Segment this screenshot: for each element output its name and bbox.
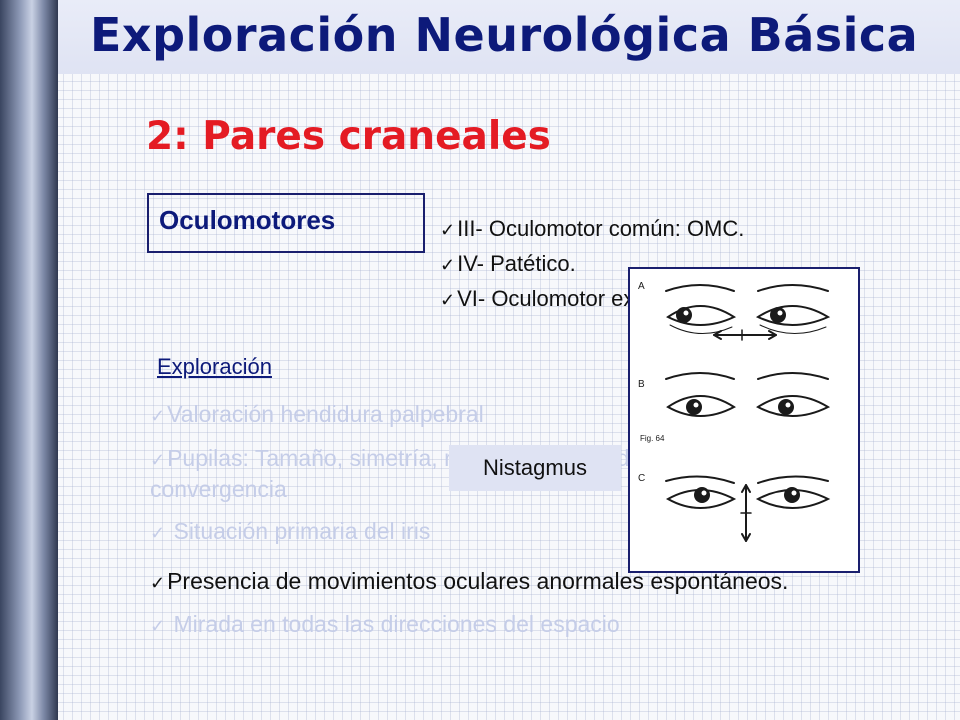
check-icon: ✓ <box>150 450 166 470</box>
eyebrow-left-a <box>665 284 735 292</box>
left-decorative-bar <box>0 0 58 720</box>
eyebrow-left-b <box>665 372 735 380</box>
eye-right-a <box>755 305 831 326</box>
nerve-text: III- Oculomotor común: OMC. <box>457 216 745 241</box>
check-icon: ✓ <box>150 573 166 593</box>
slide-subtitle: 2: Pares craneales <box>146 114 551 159</box>
eye-left-b <box>666 395 736 417</box>
oculomotores-box: Oculomotores <box>147 193 425 253</box>
eyebrow-right-b <box>757 372 829 380</box>
check-icon: ✓ <box>440 290 456 310</box>
iris-right-a <box>770 307 786 323</box>
check-icon: ✓ <box>150 406 166 426</box>
eye-left-c <box>665 489 737 509</box>
eyebrow-right-c <box>757 475 829 484</box>
panel-label-c: C <box>638 473 645 484</box>
slide-title: Exploración Neurológica Básica <box>90 8 919 62</box>
iris-right-b <box>778 399 794 415</box>
exploration-text: Mirada en todas las direcciones del espa… <box>167 611 620 637</box>
figure-caption: Fig. 64 <box>640 434 665 443</box>
title-band <box>58 0 960 74</box>
check-icon: ✓ <box>150 523 166 543</box>
eyebrow-right-a <box>757 284 829 292</box>
eye-movement-figure: A B C Fig. 64 <box>628 267 860 573</box>
eye-right-b <box>756 395 831 417</box>
iris-left-a <box>676 307 692 323</box>
nerve-item: ✓IV- Patético. <box>440 247 747 282</box>
exploration-item: ✓ Situación primaria del iris <box>150 517 840 548</box>
iris-left-c <box>694 487 710 503</box>
nistagmus-label: Nistagmus <box>449 445 621 491</box>
check-icon: ✓ <box>150 616 166 636</box>
panel-label-b: B <box>638 379 645 390</box>
eye-right-c <box>755 489 831 509</box>
oculomotores-label: Oculomotores <box>159 205 336 235</box>
eye-illustration: A B C Fig. 64 <box>638 281 831 542</box>
nerve-item: ✓III- Oculomotor común: OMC. <box>440 212 747 247</box>
eyebrow-left-c <box>665 475 735 484</box>
panel-label-a: A <box>638 281 645 292</box>
nerve-text: IV- Patético. <box>457 251 576 276</box>
exploration-item: ✓Valoración hendidura palpebral <box>150 400 840 431</box>
check-icon: ✓ <box>440 255 456 275</box>
exploration-text: Situación primaria del iris <box>167 518 431 544</box>
exploration-item: ✓ Mirada en todas las direcciones del es… <box>150 610 840 641</box>
iris-right-c <box>784 487 800 503</box>
exploration-heading: Exploración <box>157 354 272 379</box>
check-icon: ✓ <box>440 220 456 240</box>
exploration-text: Valoración hendidura palpebral <box>167 401 484 427</box>
iris-left-b <box>686 399 702 415</box>
